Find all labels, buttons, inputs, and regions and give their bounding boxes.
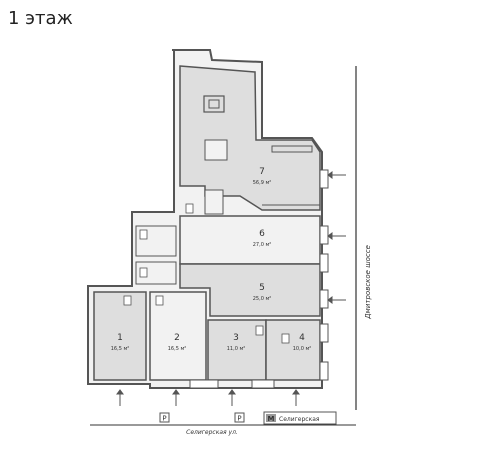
metro-station-name: Селигерская: [279, 416, 320, 423]
facade-windows: [189, 169, 329, 389]
room-7[interactable]: [179, 65, 321, 211]
parking-sign-left: P: [159, 412, 170, 423]
stair-fixture: [204, 139, 228, 161]
room-2-number: 2: [174, 333, 180, 343]
room-6-area: 27,0 м²: [253, 242, 272, 248]
column-fixture: [203, 95, 225, 113]
parking-label-left: P: [162, 415, 166, 423]
street-name-right: Дмитровское шоссе: [364, 245, 372, 320]
room-6[interactable]: [179, 215, 321, 265]
wc-room-lower: [135, 261, 177, 285]
room-7-number: 7: [259, 167, 265, 177]
parking-label-right: P: [237, 415, 241, 423]
room-1-area: 16,5 м²: [111, 346, 130, 352]
toilet-icon: [123, 203, 290, 344]
street-name-bottom: Селигерская ул.: [186, 429, 238, 436]
room-5-number: 5: [259, 283, 265, 293]
desk-fixture: [271, 145, 313, 153]
room-5-area: 25,0 м²: [253, 296, 272, 302]
room-6-number: 6: [259, 229, 265, 239]
room-2[interactable]: [149, 291, 207, 381]
room-7-area: 56,9 м²: [253, 180, 272, 186]
parking-sign-right: P: [234, 412, 245, 423]
column-fixture-inner: [208, 99, 220, 109]
room-3-number: 3: [233, 333, 239, 343]
closet-fixture: [204, 189, 224, 215]
room-1[interactable]: [93, 291, 147, 381]
metro-sign: М Селигерская: [263, 411, 337, 425]
room-2-area: 16,5 м²: [168, 346, 187, 352]
metro-logo-box: [266, 414, 276, 422]
room-1-number: 1: [117, 333, 123, 343]
entrance-arrows-right: [327, 171, 346, 304]
room-4-number: 4: [299, 333, 305, 343]
room-4-area: 10,0 м²: [293, 346, 312, 352]
entrance-arrows-bottom: [116, 389, 300, 406]
room-4[interactable]: [265, 319, 321, 381]
floor-title: 1 этаж: [8, 8, 73, 29]
metro-logo-icon: М: [268, 415, 275, 423]
room-3-area: 11,0 м²: [227, 346, 246, 352]
